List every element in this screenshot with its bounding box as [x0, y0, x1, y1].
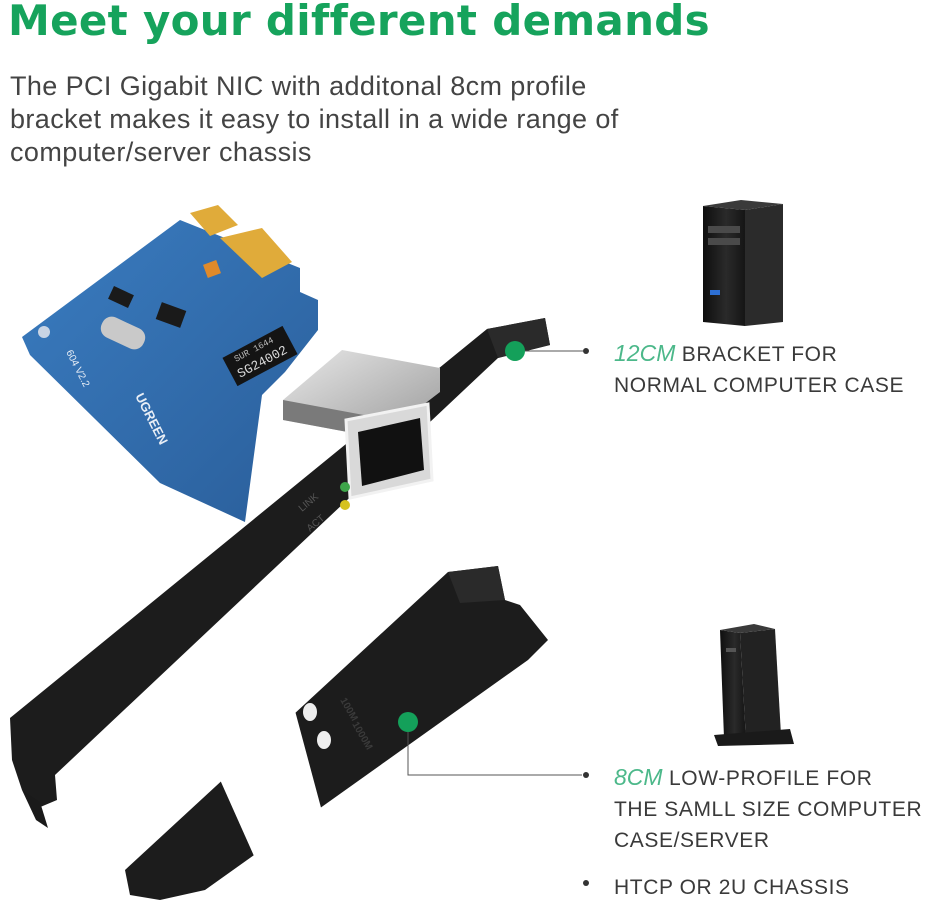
description-line-2: bracket makes it easy to install in a wi… — [10, 104, 619, 134]
rj45-port[interactable] — [283, 350, 440, 500]
callout-8cm: 8CM LOW-PROFILE FOR THE SAMLL SIZE COMPU… — [614, 762, 922, 856]
callout-8cm-highlight: 8CM — [614, 764, 663, 790]
callout-12cm-marker-icon — [505, 341, 525, 361]
slim-pc-icon — [714, 624, 794, 746]
callout-12cm-line1: BRACKET FOR — [675, 343, 838, 366]
callout-8cm-line2: THE SAMLL SIZE COMPUTER — [614, 798, 923, 821]
description-line-1: The PCI Gigabit NIC with additonal 8cm p… — [10, 71, 587, 101]
callout-2u: HTCP OR 2U CHASSIS — [614, 876, 850, 899]
tower-pc-icon — [703, 200, 783, 326]
callout-12cm: 12CM BRACKET FOR NORMAL COMPUTER CASE — [614, 338, 904, 401]
callout-8cm-line3: CASE/SERVER — [614, 829, 770, 852]
callout-8cm-marker-icon — [398, 712, 418, 732]
page-title: Meet your different demands — [8, 0, 710, 45]
callout-8cm-dot-icon — [583, 772, 589, 778]
full-height-bracket — [10, 318, 550, 828]
act-led-icon — [340, 500, 350, 510]
product-description: The PCI Gigabit NIC with additonal 8cm p… — [10, 70, 730, 169]
nic-card-pcb: SG24002 SUR 1644 UGREEN 604 V2.2 — [22, 205, 318, 522]
low-profile-bracket: 100M 1000M — [125, 566, 548, 900]
callout-2u-dot-icon — [583, 880, 589, 886]
callout-12cm-line2: NORMAL COMPUTER CASE — [614, 374, 905, 397]
callout-8cm-line1: LOW-PROFILE FOR — [662, 767, 873, 790]
callout-12cm-highlight: 12CM — [614, 340, 676, 366]
callout-12cm-dot-icon — [583, 348, 589, 354]
description-line-3: computer/server chassis — [10, 137, 312, 167]
link-led-icon — [340, 482, 350, 492]
